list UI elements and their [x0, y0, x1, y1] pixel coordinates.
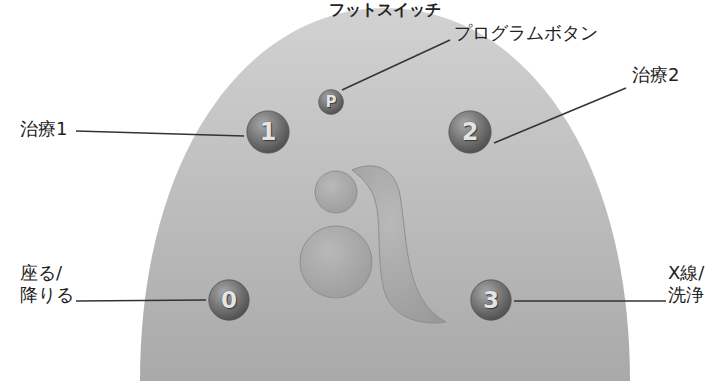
- leader-line: [514, 300, 666, 302]
- logo-dot: [315, 171, 357, 213]
- callout-label: 治療2: [632, 64, 702, 86]
- button-label: 0: [208, 279, 250, 321]
- button-label: P: [318, 89, 344, 115]
- button-circle: 1: [246, 110, 290, 154]
- callout-label: X線/ 洗浄: [668, 262, 718, 305]
- logo-swoosh: [352, 166, 446, 323]
- callout-label: プログラムボタン: [454, 22, 654, 44]
- button-circle: 2: [448, 110, 492, 154]
- leader-line: [342, 40, 450, 90]
- leader-line: [76, 131, 244, 136]
- callout-label: 座る/ 降りる: [20, 262, 78, 305]
- button-circle: P: [318, 89, 344, 115]
- leader-line: [494, 88, 626, 143]
- button-label: 3: [470, 279, 512, 321]
- logo-bowl: [300, 226, 372, 298]
- button-circle: 0: [208, 279, 250, 321]
- foot-switch-body: [140, 8, 630, 381]
- callout-label: 治療1: [20, 118, 80, 140]
- button-circle: 3: [470, 279, 512, 321]
- button-label: 1: [246, 110, 290, 154]
- button-label: 2: [448, 110, 492, 154]
- leader-line: [76, 300, 206, 301]
- diagram-title: フットスイッチ: [285, 0, 485, 19]
